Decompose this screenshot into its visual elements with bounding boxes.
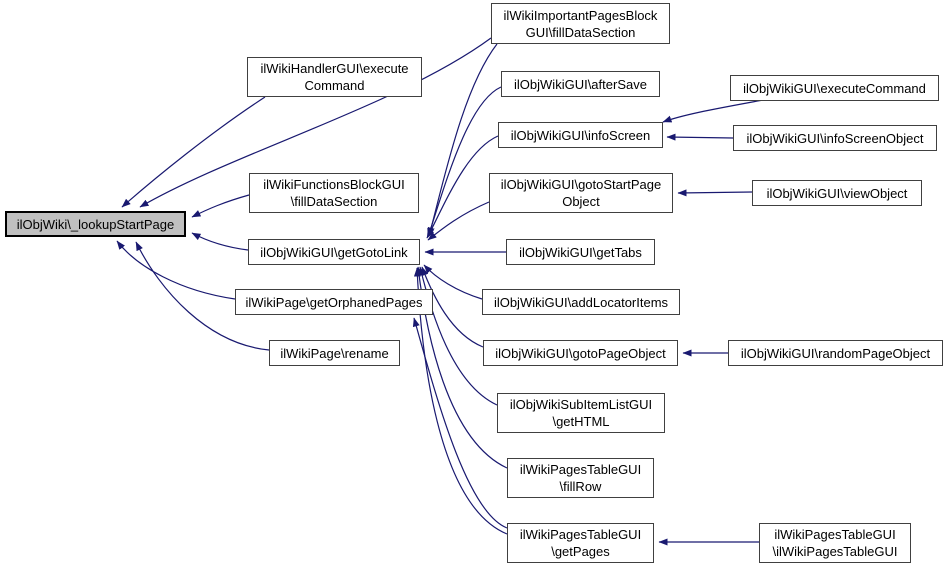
graph-node-info-screen[interactable]: ilObjWikiGUI\infoScreen [498, 122, 663, 148]
edge-info-screen-to-get-goto-link [426, 135, 499, 239]
graph-node-get-tabs[interactable]: ilObjWikiGUI\getTabs [506, 239, 655, 265]
edge-after-save-to-get-goto-link [427, 86, 502, 238]
graph-node-rename[interactable]: ilWikiPage\rename [269, 340, 400, 366]
edge-pages-table-get-pages-to-get-orphaned-pages [412, 317, 508, 529]
edge-important-pages-fill-data-to-lookup-start-page [139, 37, 492, 208]
edge-goto-page-object-to-get-goto-link [421, 266, 484, 348]
edge-important-pages-fill-data-to-get-goto-link [427, 43, 498, 237]
graph-node-lookup-start-page[interactable]: ilObjWiki\_lookupStartPage [5, 211, 186, 237]
graph-node-important-pages-fill-data[interactable]: ilWikiImportantPagesBlock GUI\fillDataSe… [491, 3, 670, 44]
edge-info-screen-object-to-info-screen [666, 133, 734, 141]
graph-node-handler-execute-command[interactable]: ilWikiHandlerGUI\execute Command [247, 57, 422, 97]
edge-handler-execute-command-to-lookup-start-page [121, 96, 266, 208]
edge-sub-item-list-get-html-to-get-goto-link [418, 266, 498, 406]
graph-node-pages-table-fill-row[interactable]: ilWikiPagesTableGUI \fillRow [507, 458, 654, 498]
graph-node-get-orphaned-pages[interactable]: ilWikiPage\getOrphanedPages [235, 289, 433, 315]
graph-node-gui-execute-command[interactable]: ilObjWikiGUI\executeCommand [730, 75, 939, 101]
edge-rename-to-lookup-start-page [135, 241, 270, 351]
graph-node-get-goto-link[interactable]: ilObjWikiGUI\getGotoLink [248, 239, 420, 265]
edge-get-orphaned-pages-to-lookup-start-page [116, 240, 236, 300]
edge-functions-fill-data-to-lookup-start-page [191, 194, 250, 218]
graph-node-goto-page-object[interactable]: ilObjWikiGUI\gotoPageObject [483, 340, 678, 366]
graph-node-functions-fill-data[interactable]: ilWikiFunctionsBlockGUI \fillDataSection [249, 173, 419, 213]
graph-node-after-save[interactable]: ilObjWikiGUI\afterSave [501, 71, 660, 97]
graph-node-pages-table-constructor[interactable]: ilWikiPagesTableGUI \ilWikiPagesTableGUI [759, 523, 911, 563]
graph-node-add-locator-items[interactable]: ilObjWikiGUI\addLocatorItems [482, 289, 680, 315]
graph-node-view-object[interactable]: ilObjWikiGUI\viewObject [752, 180, 922, 206]
graph-node-goto-start-page-object[interactable]: ilObjWikiGUI\gotoStartPage Object [489, 173, 673, 213]
edge-view-object-to-goto-start-page-object [677, 189, 753, 197]
edge-goto-start-page-object-to-get-goto-link [427, 201, 490, 241]
edge-gui-execute-command-to-info-screen [662, 99, 764, 123]
graph-node-sub-item-list-get-html[interactable]: ilObjWikiSubItemListGUI \getHTML [497, 393, 665, 433]
edges-group [116, 37, 764, 546]
graph-node-random-page-object[interactable]: ilObjWikiGUI\randomPageObject [728, 340, 943, 366]
edge-get-goto-link-to-lookup-start-page [191, 232, 249, 251]
graph-node-info-screen-object[interactable]: ilObjWikiGUI\infoScreenObject [733, 125, 937, 151]
graph-node-pages-table-get-pages[interactable]: ilWikiPagesTableGUI \getPages [507, 523, 654, 563]
